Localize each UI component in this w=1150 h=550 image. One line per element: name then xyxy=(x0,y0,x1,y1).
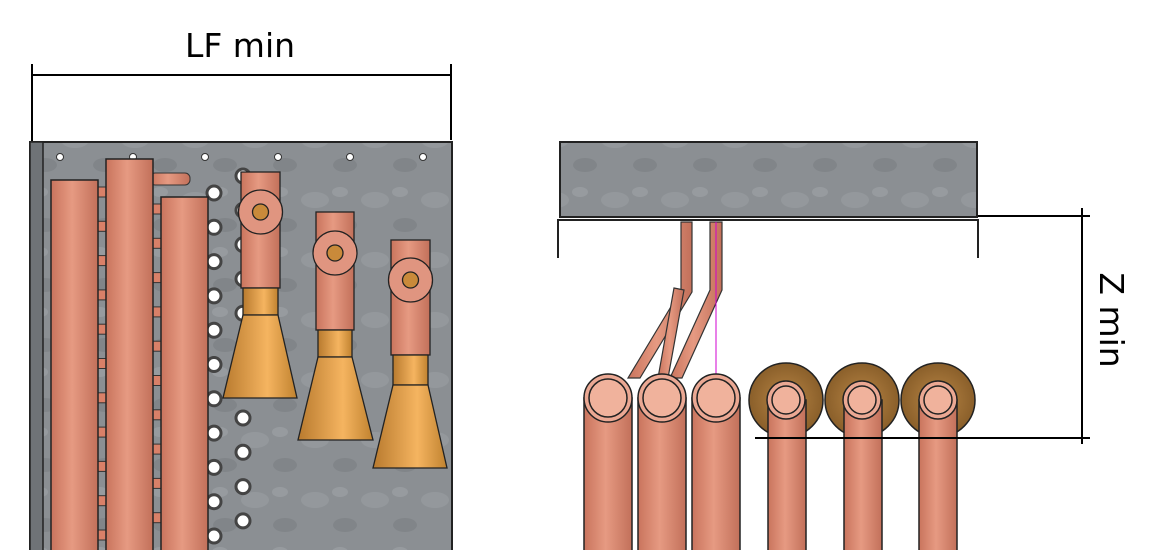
lf-min-label: LF min xyxy=(185,26,295,65)
distributor xyxy=(297,211,374,441)
header-pipes xyxy=(50,158,209,550)
tube-hole xyxy=(205,218,223,236)
tube-hole xyxy=(234,478,252,496)
outlet-pipes xyxy=(583,373,741,550)
side-view xyxy=(557,141,979,550)
tube-hole xyxy=(234,443,252,461)
front-view xyxy=(29,141,453,550)
tube-hole xyxy=(205,356,223,373)
tube-hole xyxy=(205,253,223,271)
tube-hole xyxy=(205,527,223,545)
distributor xyxy=(222,171,298,399)
tube-hole xyxy=(205,458,223,476)
capillary-tubes xyxy=(626,221,723,379)
tube-hole xyxy=(205,184,223,202)
distributor xyxy=(372,239,448,469)
tube-hole xyxy=(205,321,223,339)
tube-hole xyxy=(205,424,223,442)
tube-hole xyxy=(234,409,252,427)
tube-hole xyxy=(205,390,223,408)
z-min-label: Z min xyxy=(1092,272,1131,367)
lf-min-dimension: LF min xyxy=(31,26,452,142)
z-min-dimension: Z min xyxy=(755,208,1131,444)
tube-hole xyxy=(234,512,252,530)
tube-hole xyxy=(205,287,223,305)
tube-hole xyxy=(205,493,223,511)
inlet-pipes xyxy=(748,362,976,550)
